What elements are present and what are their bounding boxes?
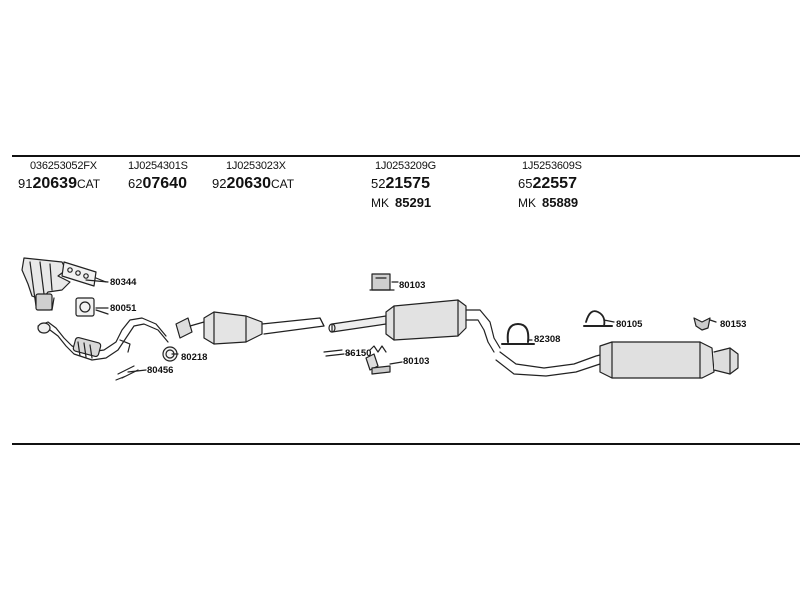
part-label-80153: 80153 — [720, 319, 747, 330]
part-number: 6522557 — [518, 175, 582, 193]
part-label-80344: 80344 — [110, 277, 137, 288]
oem-number: 1J0253209G — [375, 160, 436, 172]
part-column-catalyst: 1J0253023X 9220630CAT — [212, 160, 294, 193]
part-column-manifold: 036253052FX 9120639CAT — [18, 160, 100, 193]
rubber-hanger-icon — [369, 273, 395, 291]
part-label-80051: 80051 — [110, 303, 137, 314]
part-main: 20639 — [32, 175, 77, 192]
oem-number: 036253052FX — [30, 160, 97, 172]
top-divider — [12, 155, 800, 157]
mk-number: 85291 — [395, 195, 432, 210]
part-number: 9220630CAT — [212, 175, 294, 193]
rubber-hanger-icon — [693, 317, 711, 331]
part-prefix: 62 — [128, 176, 143, 191]
bottom-divider — [12, 443, 800, 445]
front-pipe-icon — [37, 317, 169, 361]
mounting-kit: MK 85889 — [518, 195, 582, 210]
part-column-rear-silencer: 1J5253609S 6522557 MK 85889 — [518, 160, 582, 210]
part-main: 07640 — [142, 175, 187, 192]
connecting-pipe-icon — [328, 315, 387, 333]
mk-label: MK — [371, 196, 389, 210]
part-prefix: 92 — [212, 176, 227, 191]
part-label-86150: 86150 — [345, 348, 372, 359]
oem-number: 1J0253023X — [226, 160, 286, 172]
part-prefix: 52 — [371, 176, 386, 191]
part-column-front-pipe: 1J0254301S 6207640 — [128, 160, 188, 193]
part-suffix: CAT — [76, 177, 101, 191]
part-main: 22557 — [532, 175, 577, 192]
catalytic-converter-icon — [175, 311, 325, 345]
part-suffix: CAT — [270, 177, 295, 191]
part-label-82308: 82308 — [534, 334, 561, 345]
part-label-80103-top: 80103 — [399, 280, 426, 291]
part-column-middle-silencer: 1J0253209G 5221575 MK 85291 — [371, 160, 436, 210]
middle-silencer-icon — [385, 299, 501, 353]
part-label-80103-bottom: 80103 — [403, 356, 430, 367]
bolt-set-icon — [115, 365, 139, 381]
mk-label: MK — [518, 196, 536, 210]
part-prefix: 65 — [518, 176, 533, 191]
part-label-80105: 80105 — [616, 319, 643, 330]
mk-number: 85889 — [542, 195, 579, 210]
part-main: 20630 — [226, 175, 271, 192]
part-prefix: 91 — [18, 176, 33, 191]
oem-number: 1J0254301S — [128, 160, 188, 172]
oem-number: 1J5253609S — [522, 160, 582, 172]
part-label-80218: 80218 — [181, 352, 208, 363]
rear-silencer-icon — [495, 341, 739, 379]
part-label-80456: 80456 — [147, 365, 174, 376]
pipe-clamp-icon — [323, 345, 391, 375]
exhaust-manifold-icon — [21, 257, 71, 311]
part-number: 6207640 — [128, 175, 188, 193]
flange-gasket-icon — [75, 297, 109, 317]
part-main: 21575 — [385, 175, 430, 192]
part-number: 9120639CAT — [18, 175, 100, 193]
rubber-hanger-icon — [583, 310, 613, 327]
part-number: 5221575 — [371, 175, 436, 193]
ring-clamp-icon — [501, 323, 535, 345]
mounting-kit: MK 85291 — [371, 195, 436, 210]
